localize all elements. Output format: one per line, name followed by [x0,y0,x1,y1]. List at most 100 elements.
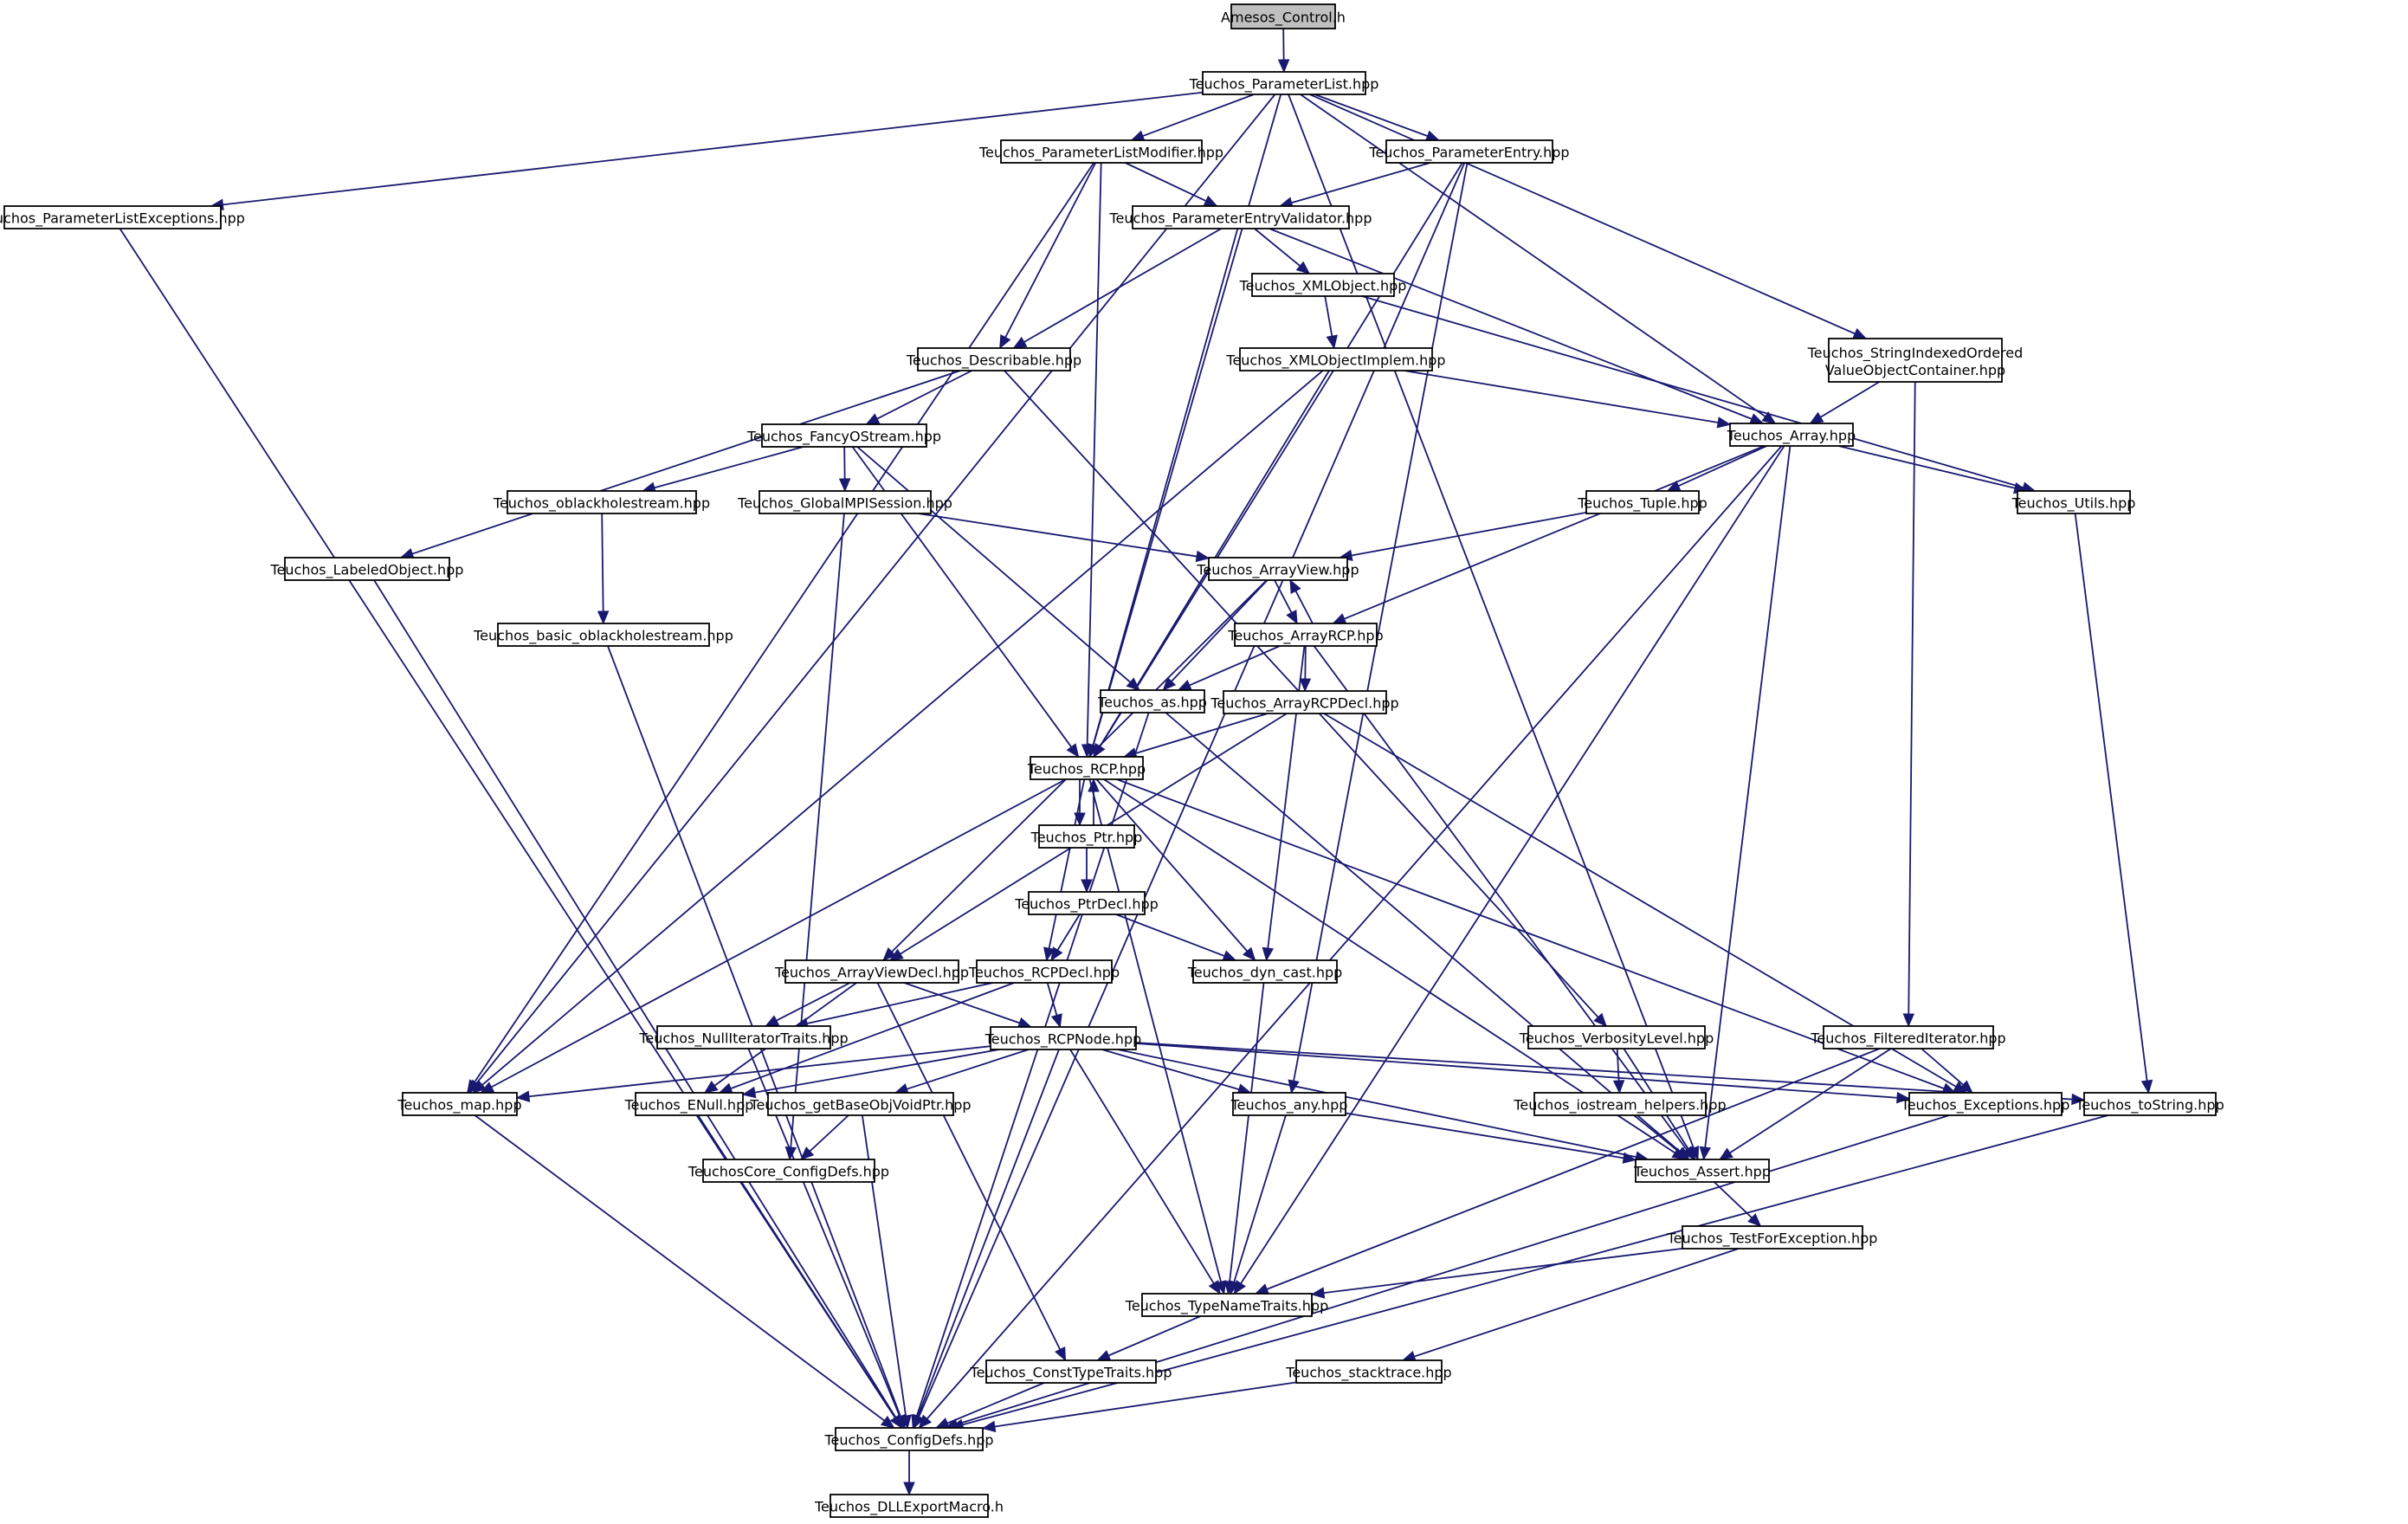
node-amesos_control[interactable]: Amesos_Control.h [1221,3,1346,29]
node-verbositylevel[interactable]: Teuchos_VerbosityLevel.hpp [1519,1025,1714,1049]
node-box[interactable] [1385,139,1553,164]
node-box[interactable] [1635,1159,1770,1183]
node-tuple[interactable]: Teuchos_Tuple.hpp [1577,490,1708,514]
edge-getbaseobjvoidptr-to-coreconfigdefs [800,1114,849,1160]
node-box[interactable] [284,557,450,581]
node-box[interactable] [1295,1359,1443,1384]
node-box[interactable] [1239,347,1433,371]
edge-arrowhead [741,1086,757,1099]
node-labeledobject[interactable]: Teuchos_LabeledObject.hpp [270,557,464,581]
node-parameterentry[interactable]: Teuchos_ParameterEntry.hpp [1368,139,1570,164]
node-nulliteratortraits[interactable]: Teuchos_NullIteratorTraits.hpp [638,1025,849,1049]
node-oblackholestream[interactable]: Teuchos_oblackholestream.hpp [493,490,710,514]
node-box[interactable] [985,1359,1157,1384]
node-typenametraits[interactable]: Teuchos_TypeNameTraits.hpp [1125,1293,1328,1317]
edge-arrowhead [865,413,881,425]
node-rcp[interactable]: Teuchos_RCP.hpp [1027,756,1146,780]
node-ptr[interactable]: Teuchos_Ptr.hpp [1030,824,1143,849]
node-filterediterator[interactable]: Teuchos_FilteredIterator.hpp [1810,1025,2006,1049]
node-rcpdecl[interactable]: Teuchos_RCPDecl.hpp [968,959,1120,984]
node-box[interactable] [2017,490,2131,514]
node-box[interactable] [402,1092,518,1116]
node-box[interactable] [784,959,959,984]
edge-arrowhead [918,1414,933,1429]
node-box[interactable] [759,490,932,514]
node-exceptions[interactable]: Teuchos_Exceptions.hpp [1901,1092,2070,1116]
node-dllexportmacro[interactable]: Teuchos_DLLExportMacro.h [814,1494,1004,1518]
node-tostring[interactable]: Teuchos_toString.hpp [2075,1092,2224,1116]
node-box[interactable] [1234,623,1378,647]
node-box[interactable] [1000,139,1203,164]
node-box[interactable] [1132,205,1350,229]
node-box[interactable] [2083,1092,2217,1116]
node-box[interactable] [497,623,710,647]
node-arrayrcpdecl[interactable]: Teuchos_ArrayRCPDecl.hpp [1210,690,1399,714]
node-box[interactable] [1141,1293,1313,1317]
node-parameterentryvalidator[interactable]: Teuchos_ParameterEntryValidator.hpp [1109,205,1372,229]
node-box[interactable] [976,959,1113,984]
node-box[interactable] [1251,273,1395,297]
node-arrayrcp[interactable]: Teuchos_ArrayRCP.hpp [1227,623,1384,647]
node-box[interactable] [3,205,222,229]
node-describable[interactable]: Teuchos_Describable.hpp [906,347,1081,371]
node-dyn_cast[interactable]: Teuchos_dyn_cast.hpp [1187,959,1343,984]
node-box[interactable] [635,1092,744,1116]
node-getbaseobjvoidptr[interactable]: Teuchos_getBaseObjVoidPtr.hpp [749,1092,972,1116]
node-box[interactable] [1192,959,1338,984]
node-box[interactable] [1223,690,1387,714]
node-assert[interactable]: Teuchos_Assert.hpp [1633,1159,1771,1183]
node-parameterlist[interactable]: Teuchos_ParameterList.hpp [1189,71,1379,95]
node-box[interactable] [1038,824,1135,849]
node-utils[interactable]: Teuchos_Utils.hpp [2011,490,2136,514]
node-box[interactable] [1208,557,1348,581]
node-as[interactable]: Teuchos_as.hpp [1097,689,1207,714]
node-box[interactable] [1828,338,2003,383]
node-box[interactable] [1202,71,1366,95]
edge-arrowhead [1088,778,1100,792]
node-array[interactable]: Teuchos_Array.hpp [1727,423,1856,447]
node-basic_oblackholestream[interactable]: Teuchos_basic_oblackholestream.hpp [473,623,733,647]
node-arrayviewdecl[interactable]: Teuchos_ArrayViewDecl.hpp [774,959,969,984]
node-box[interactable] [1533,1092,1707,1116]
node-rcpnode[interactable]: Teuchos_RCPNode.hpp [985,1026,1142,1050]
node-box[interactable] [507,490,697,514]
node-box[interactable] [1729,423,1854,447]
node-box[interactable] [990,1026,1137,1050]
node-arrayview[interactable]: Teuchos_ArrayView.hpp [1196,557,1359,581]
node-fancyostream[interactable]: Teuchos_FancyOStream.hpp [746,423,941,448]
node-box[interactable] [1823,1025,1994,1049]
node-box[interactable] [1527,1025,1706,1049]
node-consttypetraits[interactable]: Teuchos_ConstTypeTraits.hpp [970,1359,1172,1384]
node-box[interactable] [1908,1092,2063,1116]
node-box[interactable] [1232,1092,1346,1116]
node-box[interactable] [1230,3,1336,29]
node-box[interactable] [761,423,927,448]
node-box[interactable] [835,1427,984,1451]
node-box[interactable] [1100,689,1205,714]
node-box[interactable] [1682,1225,1863,1250]
node-globalmpisession[interactable]: Teuchos_GlobalMPISession.hpp [737,490,952,514]
node-xmlobjectimplem[interactable]: Teuchos_XMLObjectImplem.hpp [1225,347,1446,371]
node-box[interactable] [917,347,1071,371]
node-box[interactable] [767,1092,954,1116]
node-parameterlistmodifier[interactable]: Teuchos_ParameterListModifier.hpp [978,139,1223,164]
node-box[interactable] [1585,490,1700,514]
node-testforexception[interactable]: Teuchos_TestForException.hpp [1667,1225,1878,1250]
node-coreconfigdefs[interactable]: TeuchosCore_ConfigDefs.hpp [688,1159,889,1183]
node-parameterlistexceptions[interactable]: Teuchos_ParameterListExceptions.hpp [0,205,245,229]
node-box[interactable] [1030,756,1144,780]
node-ptrdecl[interactable]: Teuchos_PtrDecl.hpp [1014,891,1159,915]
node-configdefs[interactable]: Teuchos_ConfigDefs.hpp [823,1427,994,1451]
node-enull[interactable]: Teuchos_ENull.hpp [624,1092,754,1116]
node-box[interactable] [830,1494,989,1518]
node-box[interactable] [1028,891,1146,915]
node-stacktrace[interactable]: Teuchos_stacktrace.hpp [1285,1359,1452,1384]
node-any[interactable]: Teuchos_any.hpp [1230,1092,1348,1116]
node-map[interactable]: Teuchos_map.hpp [397,1092,522,1116]
node-xmlobject[interactable]: Teuchos_XMLObject.hpp [1239,273,1407,297]
node-box[interactable] [702,1159,875,1183]
node-iostream_helpers[interactable]: Teuchos_iostream_helpers.hpp [1513,1092,1727,1116]
node-box[interactable] [656,1025,831,1049]
